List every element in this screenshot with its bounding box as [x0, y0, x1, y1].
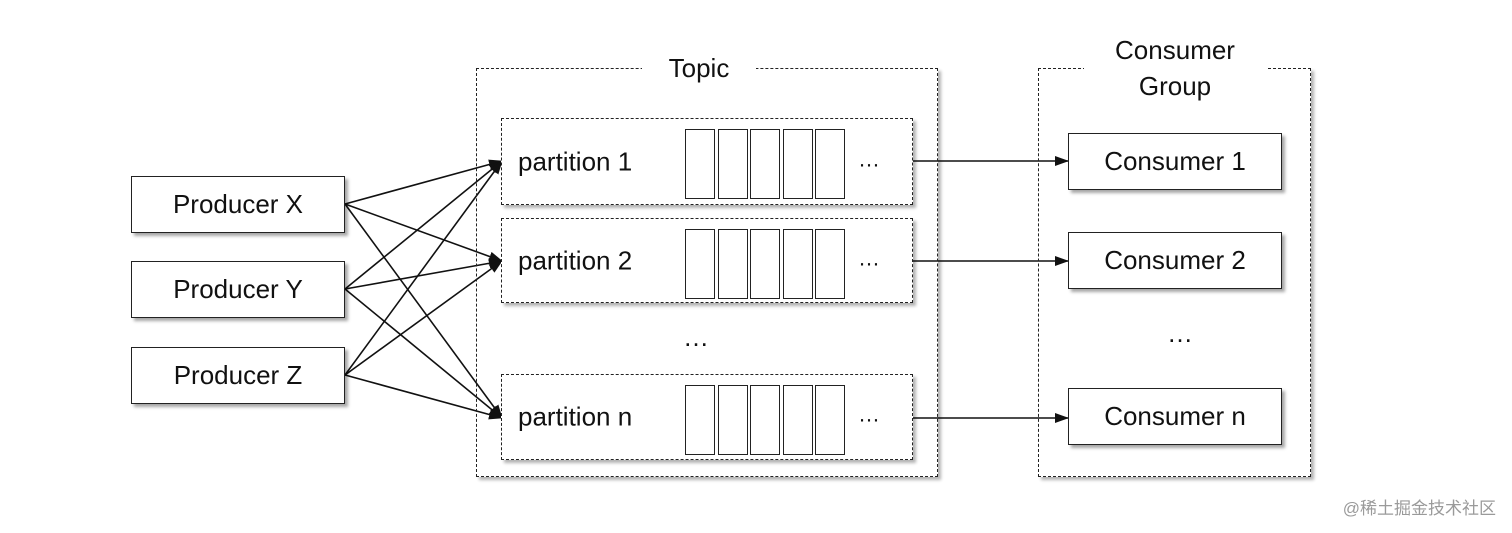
consumer-group-title: Consumer Group — [1084, 32, 1266, 104]
consumer-n-box: Consumer n — [1068, 388, 1282, 445]
partition-1-ellipsis: … — [858, 145, 880, 171]
partition-2-cell — [685, 229, 715, 299]
producer-z-box: Producer Z — [131, 347, 345, 404]
partition-2-cell — [718, 229, 748, 299]
consumer-1-box: Consumer 1 — [1068, 133, 1282, 190]
partition-2-cell — [750, 229, 780, 299]
consumer-arrows — [913, 156, 1069, 423]
partition-2: partition 2 … — [501, 218, 913, 303]
consumer-2-box: Consumer 2 — [1068, 232, 1282, 289]
producer-y-label: Producer Y — [173, 274, 303, 304]
arrow-x-to-p2 — [344, 203, 503, 262]
partition-n-label: partition n — [518, 401, 633, 432]
partition-n-cell — [718, 385, 748, 455]
partition-1: partition 1 … — [501, 118, 913, 205]
watermark: @稀土掘金技术社区 — [1342, 499, 1496, 518]
partition-1-cell — [750, 129, 780, 199]
consumer-2-label: Consumer 2 — [1104, 245, 1246, 275]
consumer-n-label: Consumer n — [1104, 401, 1246, 431]
arrow-y-to-pn — [344, 288, 503, 419]
arrow-x-to-pn — [344, 203, 503, 419]
partition-1-cell — [685, 129, 715, 199]
arrow-z-to-p1 — [344, 160, 503, 376]
topic-middle-ellipsis: … — [683, 322, 709, 352]
partition-n-cell — [685, 385, 715, 455]
arrow-z-to-p2 — [344, 260, 503, 376]
partition-n: partition n … — [501, 374, 913, 460]
producer-x-label: Producer X — [172, 189, 304, 219]
partition-n-ellipsis: … — [858, 401, 880, 427]
producer-x-box: Producer X — [131, 176, 345, 233]
partition-n-cell — [750, 385, 780, 455]
partition-1-cell — [783, 129, 813, 199]
partition-2-label: partition 2 — [518, 245, 633, 275]
consumer-group-title-line1: Consumer — [1115, 35, 1235, 65]
arrow-y-to-p2 — [344, 258, 503, 290]
arrow-y-to-p1 — [344, 160, 503, 290]
partition-2-cell — [815, 229, 845, 299]
producer-arrows — [344, 159, 503, 420]
consumer-group-title-line2: Group — [1138, 71, 1212, 101]
arrow-z-to-pn — [344, 374, 503, 420]
producer-z-label: Producer Z — [173, 360, 303, 390]
consumer-1-label: Consumer 1 — [1104, 146, 1246, 176]
producer-y-box: Producer Y — [131, 261, 345, 318]
partition-2-ellipsis: … — [858, 244, 880, 270]
partition-1-cell — [815, 129, 845, 199]
consumer-middle-ellipsis: … — [1167, 318, 1193, 348]
topic-title: Topic — [642, 50, 756, 86]
partition-1-label: partition 1 — [518, 146, 633, 176]
partition-1-cell — [718, 129, 748, 199]
partition-2-cell — [783, 229, 813, 299]
arrow-x-to-p1 — [344, 159, 503, 205]
partition-n-cell — [815, 385, 845, 455]
partition-n-cell — [783, 385, 813, 455]
